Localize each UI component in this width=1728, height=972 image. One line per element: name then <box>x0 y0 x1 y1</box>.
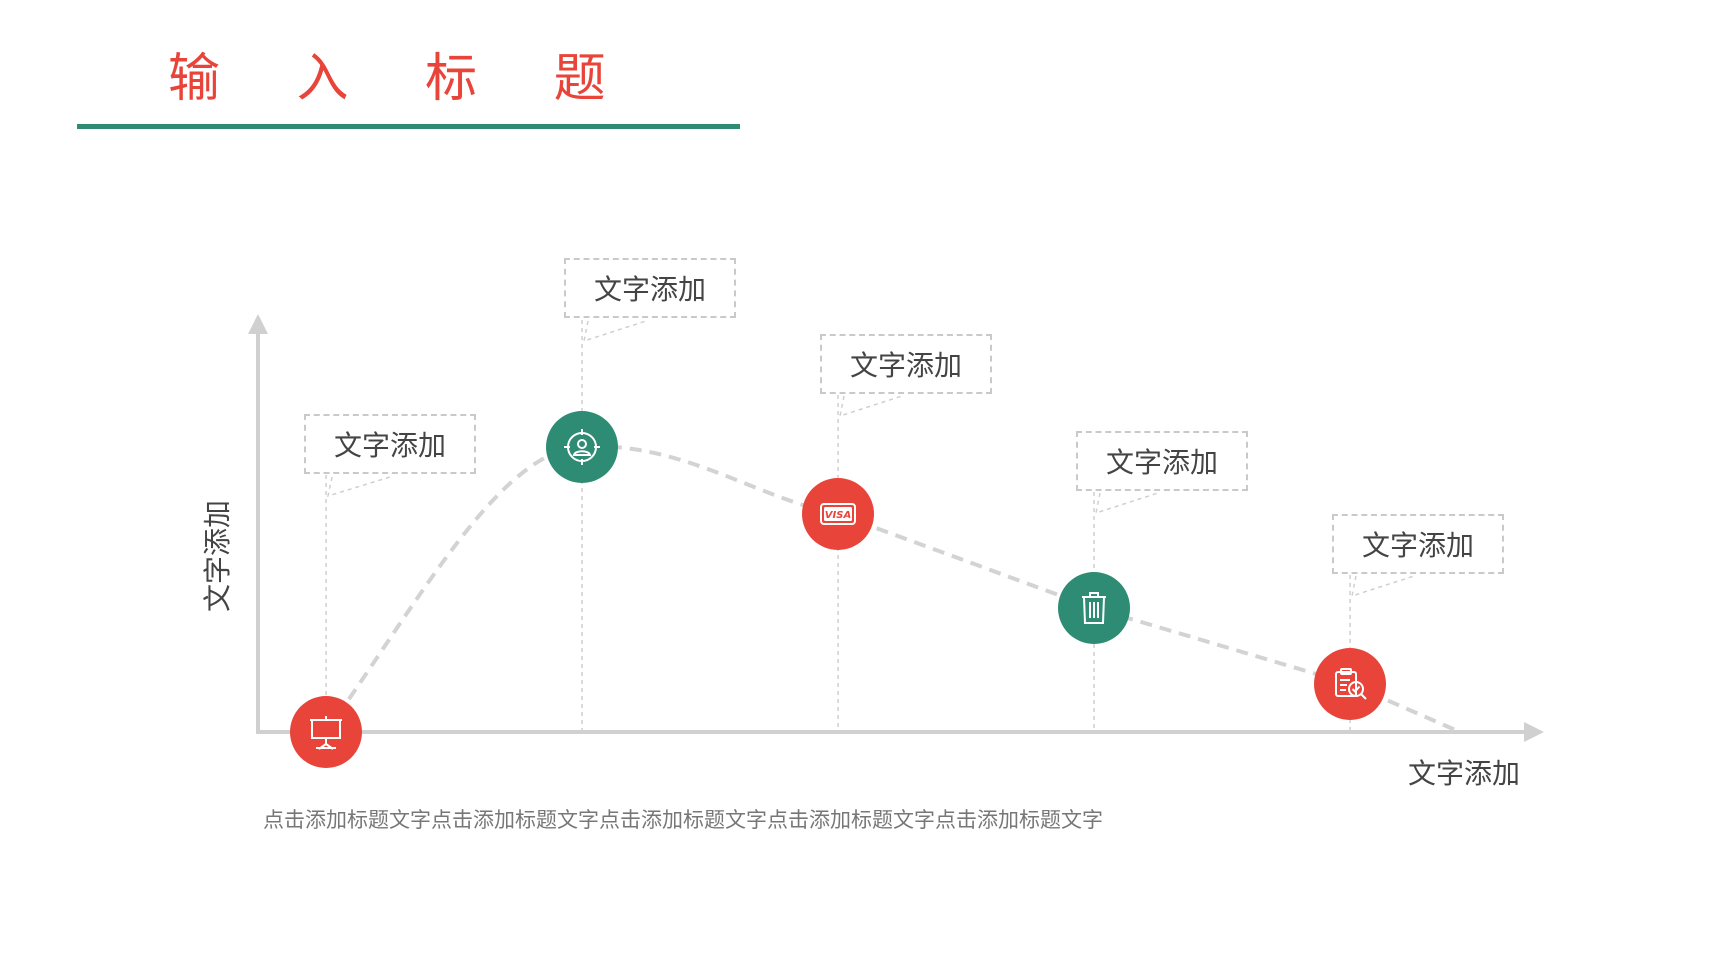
y-axis-label: 文字添加 <box>201 499 234 612</box>
callout-label: 文字添加 <box>849 349 962 382</box>
step-node-4 <box>1058 572 1130 644</box>
step-node-1 <box>290 696 362 768</box>
step-node-2 <box>546 411 618 483</box>
user-target-icon <box>564 429 600 465</box>
callout-tail-5 <box>1351 575 1415 598</box>
callout-step-3: 文字添加 <box>820 334 992 394</box>
callout-step-1: 文字添加 <box>304 414 476 474</box>
axes <box>256 330 1528 734</box>
callout-step-4: 文字添加 <box>1076 431 1248 491</box>
x-axis-label: 文字添加 <box>1408 757 1521 790</box>
visa-card-icon: VISA <box>820 503 856 525</box>
y-axis-arrow <box>248 314 268 334</box>
callout-tail-1 <box>327 476 391 498</box>
callout-tail-3 <box>839 395 903 418</box>
callout-label: 文字添加 <box>1105 446 1218 479</box>
step-node-5 <box>1314 648 1386 720</box>
title-underline <box>77 124 740 129</box>
svg-text:VISA: VISA <box>825 510 851 521</box>
callout-tail-2 <box>583 320 647 343</box>
presentation-board-icon <box>310 716 342 750</box>
callout-label: 文字添加 <box>1361 529 1474 562</box>
trash-can-icon <box>1082 592 1106 624</box>
document-search-icon <box>1335 668 1367 700</box>
x-axis-arrow <box>1524 722 1544 742</box>
step-node-3: VISA <box>802 478 874 550</box>
callout-step-2: 文字添加 <box>564 258 736 318</box>
caption-text: 点击添加标题文字点击添加标题文字点击添加标题文字点击添加标题文字点击添加标题文字 <box>263 808 1103 832</box>
callout-label: 文字添加 <box>333 429 446 462</box>
callout-tail-4 <box>1095 492 1159 515</box>
callout-label: 文字添加 <box>593 273 706 306</box>
trend-curve <box>324 444 1461 734</box>
page-title: 输 入 标 题 <box>168 49 636 109</box>
callout-step-5: 文字添加 <box>1332 514 1504 574</box>
